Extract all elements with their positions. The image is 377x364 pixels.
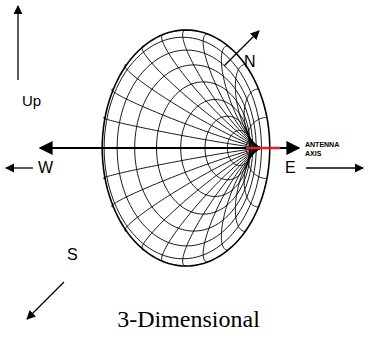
direction-label: Up xyxy=(22,92,41,109)
south-arrow xyxy=(27,282,64,319)
meridian-line xyxy=(221,148,263,250)
east-arrow xyxy=(306,167,363,168)
meridian-line xyxy=(162,148,263,262)
antenna-element xyxy=(246,147,280,150)
direction-label: S xyxy=(67,246,78,264)
meridian-line xyxy=(183,30,263,148)
meridian-line xyxy=(183,148,263,266)
meridian-line xyxy=(125,65,263,148)
up-arrow xyxy=(17,6,18,80)
meridian-line xyxy=(162,34,263,148)
direction-label: E xyxy=(285,159,296,177)
direction-label: N xyxy=(244,53,256,71)
meridian-line xyxy=(203,148,263,262)
meridian-line xyxy=(103,117,263,148)
antenna-axis-line xyxy=(40,147,299,149)
meridian-line xyxy=(203,34,263,148)
axis-label: ANTENNA AXIS xyxy=(305,140,341,158)
meridian-line xyxy=(112,148,263,207)
caption: 3-Dimensional xyxy=(0,306,377,333)
meridian-line xyxy=(235,65,263,148)
meridian-line xyxy=(235,148,263,231)
direction-label: W xyxy=(38,159,53,177)
west-arrow xyxy=(6,167,33,168)
meridian-line xyxy=(112,89,263,148)
meridian-line xyxy=(142,46,263,148)
meridian-line xyxy=(248,148,267,179)
